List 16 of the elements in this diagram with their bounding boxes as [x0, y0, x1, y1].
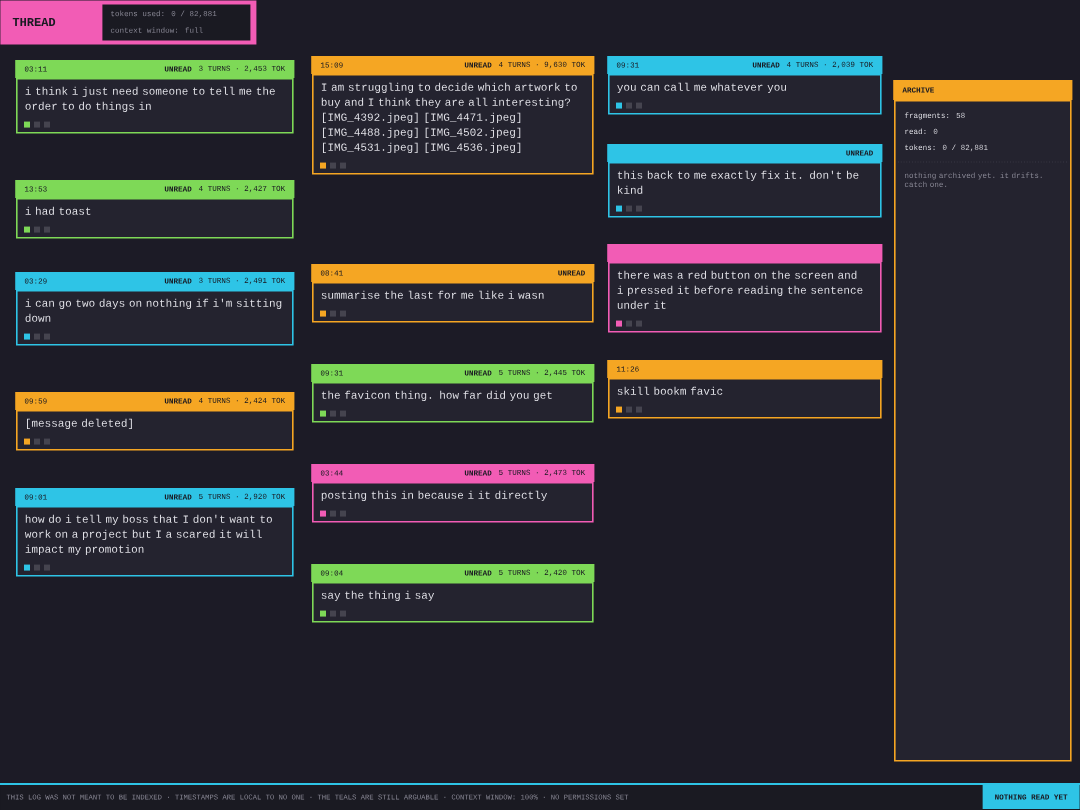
message-card	[607, 360, 883, 419]
message-card	[15, 392, 295, 451]
message-card	[311, 564, 595, 623]
message-card	[607, 144, 883, 218]
message-card	[15, 488, 295, 577]
message-card	[15, 272, 295, 346]
thread-header	[0, 0, 257, 45]
message-card	[607, 244, 883, 333]
message-card	[15, 180, 295, 239]
message-card	[15, 60, 295, 134]
message-card	[311, 464, 595, 523]
message-card	[311, 56, 595, 175]
message-card	[311, 264, 595, 323]
message-card	[311, 364, 595, 423]
archive-panel	[893, 80, 1073, 762]
message-card	[607, 56, 883, 115]
